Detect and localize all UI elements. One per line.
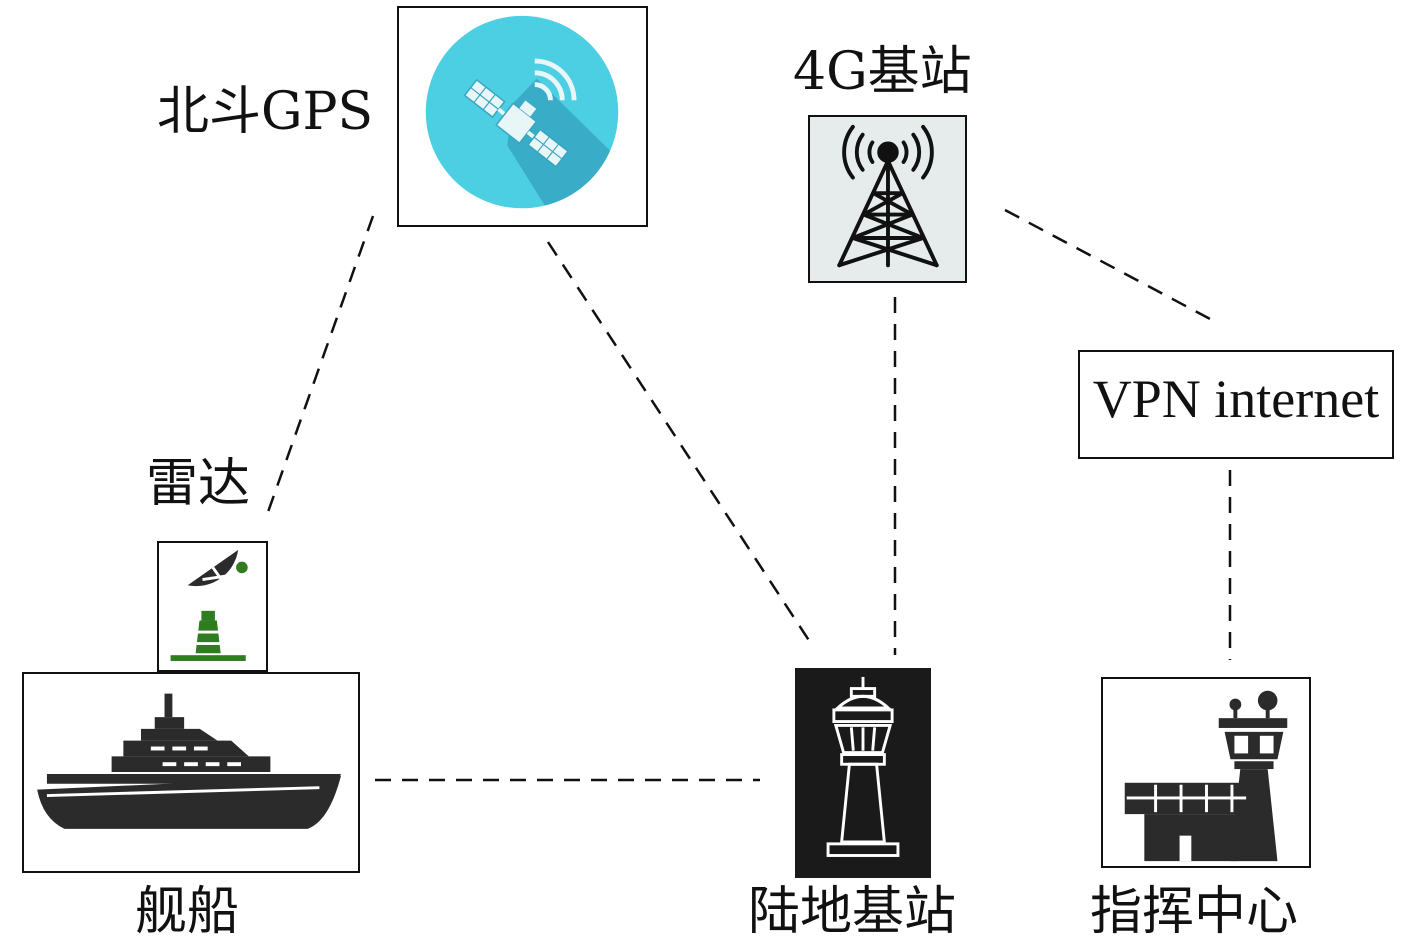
land-station-label: 陆地基站 <box>748 882 957 942</box>
ship-label: 舰船 <box>135 882 240 942</box>
radar-dish-icon <box>170 549 248 661</box>
satellite-icon <box>425 15 619 209</box>
base-station-4g-node <box>808 115 967 283</box>
command-center-label: 指挥中心 <box>1090 882 1299 942</box>
gps-label: 北斗GPS <box>157 82 374 142</box>
command-center-icon <box>1124 690 1288 862</box>
radar-node <box>157 541 268 672</box>
control-tower-icon <box>826 676 900 857</box>
base-station-4g-label: 4G基站 <box>793 42 972 102</box>
vpn-node: VPN internet <box>1078 350 1394 459</box>
gps-node <box>397 6 648 227</box>
link-gps-radar <box>266 215 375 513</box>
ship-node <box>22 672 360 873</box>
land-station-node <box>795 668 931 878</box>
link-4g-vpn <box>1004 208 1213 322</box>
command-center-node <box>1101 677 1311 868</box>
cell-tower-icon <box>837 124 939 268</box>
ship-icon <box>37 693 341 829</box>
radar-label: 雷达 <box>146 454 251 514</box>
link-gps-land-station <box>546 241 812 643</box>
vpn-label: VPN internet <box>1092 369 1380 429</box>
